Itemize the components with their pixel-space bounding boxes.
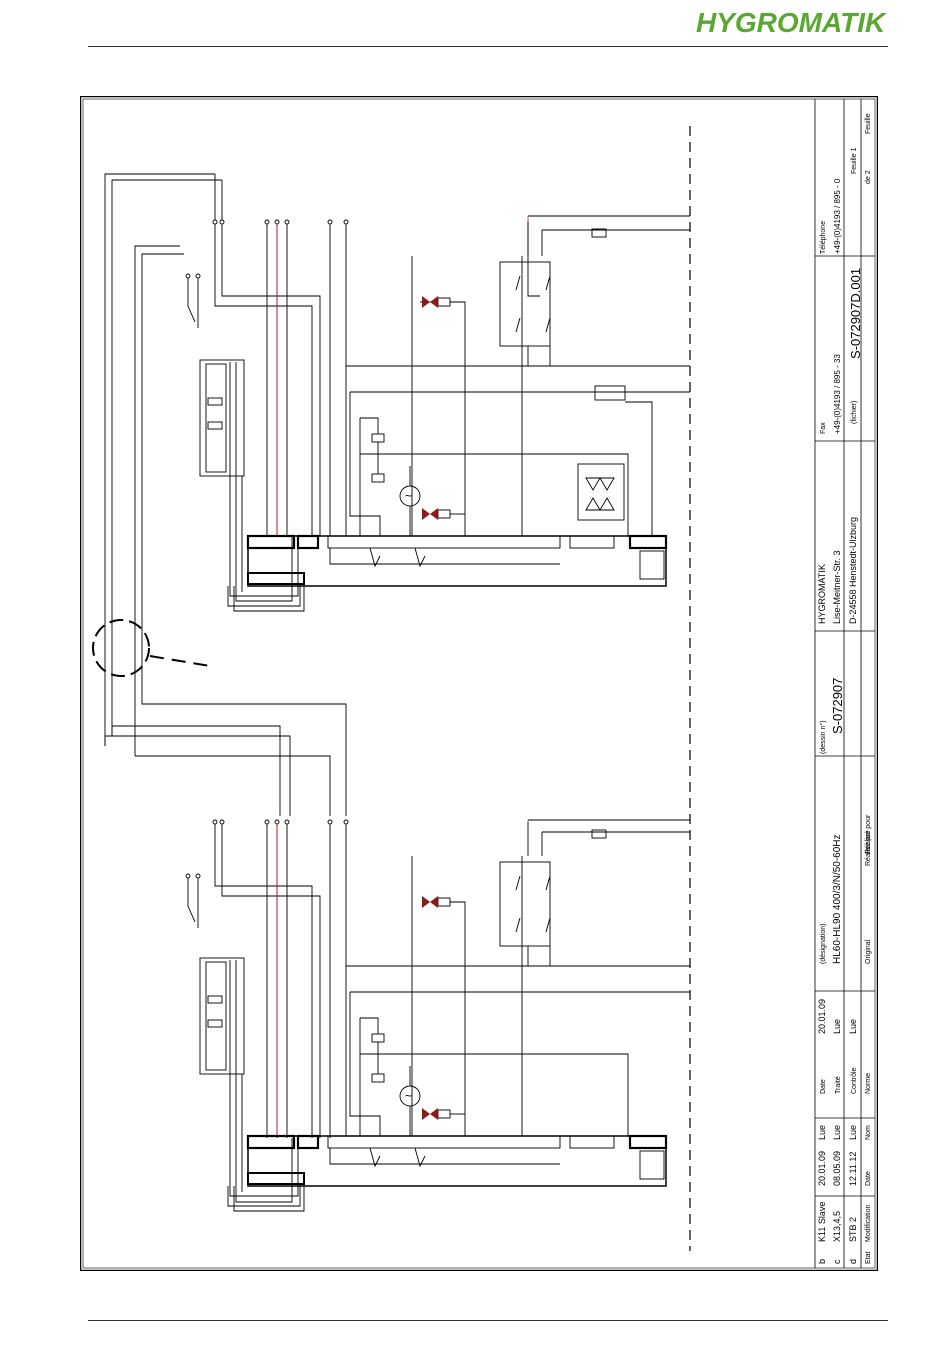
lower-valve-icons	[422, 896, 438, 1120]
company-name: HYGROMATIK	[817, 564, 827, 624]
feuille-label: Feuille	[865, 113, 872, 134]
upper-unit	[104, 173, 690, 756]
rev-mod-c: X13,4,5	[832, 1211, 842, 1242]
telephone-label: Téléphone	[820, 221, 827, 254]
rev-header-mod: Modification	[865, 1205, 872, 1242]
wiring-diagram: ~	[80, 96, 878, 1271]
rev-state-b: b	[817, 1259, 827, 1264]
lower-motor-symbol: ~	[405, 1089, 412, 1103]
lower-unit	[185, 819, 690, 1212]
rev-name-d: Lue	[848, 1125, 858, 1140]
rev-state-c: c	[832, 1259, 842, 1264]
dessin-label: (dessin n°)	[819, 720, 827, 754]
logo-text: HYGROMATIK	[696, 7, 887, 38]
lower-phase-wires	[276, 820, 529, 1136]
detail-callout	[92, 619, 211, 677]
original-label: Original	[865, 939, 872, 964]
rev-header-date: Date	[865, 1171, 872, 1186]
company-street: Lise-Meitner-Str. 3	[832, 550, 842, 624]
rev-header-name: Nom	[865, 1125, 872, 1140]
approval-date-label: Date	[820, 1079, 827, 1094]
footer-rule	[88, 1320, 888, 1321]
upper-motor-symbol: ~	[405, 489, 412, 503]
title-block-text: b K11 Slave 20.01.09 Lue Date 20.01.09 (…	[817, 113, 872, 1264]
rev-state-d: d	[848, 1259, 858, 1264]
fax-label: Fax	[820, 422, 827, 434]
norme-label: Norme	[865, 1073, 872, 1094]
traite-label: Traité	[835, 1076, 842, 1094]
feuille-total: de 2	[865, 170, 872, 184]
approval-date-value: 20.01.09	[817, 999, 827, 1034]
rev-name-c: Lue	[832, 1125, 842, 1140]
realise-pour-label: Réalisé pour	[865, 814, 872, 854]
realise-par-label: Réalisé par	[865, 830, 872, 866]
telephone-number: +49-(0)4193 / 895 - 0	[833, 178, 842, 254]
rev-header-state: Etat	[865, 1251, 872, 1264]
rev-date-c: 08.05.09	[832, 1151, 842, 1186]
hygromatik-logo: HYGROMATIK	[696, 7, 887, 38]
rev-name-b: Lue	[817, 1125, 827, 1140]
company-city: D-24558 Henstedt-Ulzburg	[848, 517, 858, 624]
upper-phase-wires	[276, 216, 529, 536]
inter-unit-wiring	[104, 696, 347, 816]
upper-valve-icons	[422, 296, 438, 520]
fichier-name: S-072907D.001	[848, 268, 863, 359]
rev-mod-b: K11 Slave	[817, 1202, 827, 1242]
controle-label: Contrôle	[851, 1067, 858, 1094]
svg-text:~: ~	[405, 489, 412, 503]
designation: HL60-HL90 400/3/N/50-60Hz	[832, 834, 843, 964]
rev-date-d: 12.11.12	[848, 1152, 858, 1186]
designation-label: (désignation)	[820, 924, 827, 964]
header-rule	[88, 46, 888, 47]
dessin-number: S-072907	[830, 678, 845, 734]
rev-mod-d: STB 2	[848, 1217, 858, 1242]
feuille-number: Feuille 1	[851, 147, 858, 174]
fichier-label: (fichier)	[851, 401, 858, 424]
rev-date-b: 20.01.09	[817, 1151, 827, 1186]
traite-value: Lue	[832, 1019, 842, 1034]
schematic-sheet: ~	[80, 96, 878, 1271]
title-block	[814, 99, 875, 1268]
svg-text:~: ~	[405, 1089, 412, 1103]
controle-value: Lue	[848, 1019, 858, 1034]
fax-number: +49-(0)4193 / 895 - 33	[833, 354, 842, 434]
